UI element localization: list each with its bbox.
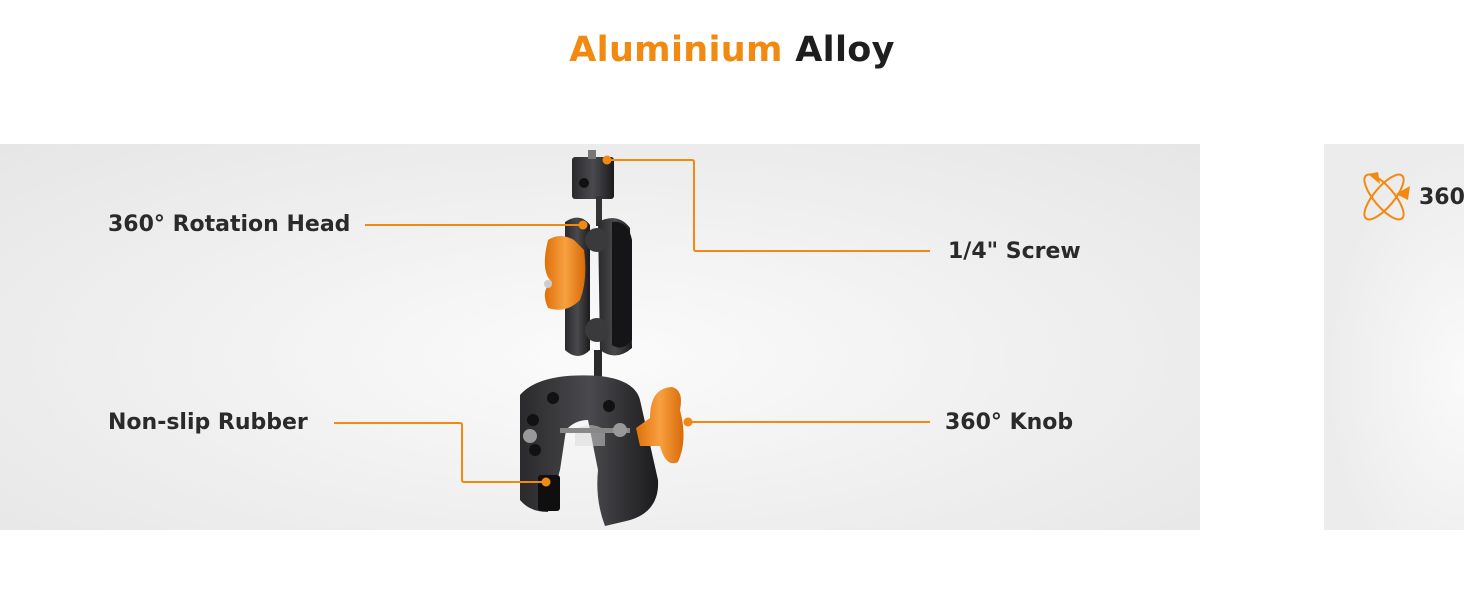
callout-rotation-head: 360° Rotation Head — [108, 212, 351, 237]
callout-line-rubber — [334, 422, 546, 483]
callout-dot — [578, 220, 588, 230]
page-title: Aluminium Alloy — [0, 30, 1464, 70]
callout-dot — [602, 155, 612, 165]
title-main: Alloy — [795, 30, 895, 70]
next-panel — [1324, 144, 1464, 530]
magic-arm-clamp — [520, 150, 684, 526]
callout-rubber: Non-slip Rubber — [108, 410, 308, 435]
callout-dot — [541, 477, 551, 487]
callout-dot — [683, 417, 693, 427]
callout-knob: 360° Knob — [945, 410, 1074, 435]
callout-screw: 1/4" Screw — [948, 239, 1081, 264]
callout-line-screw — [607, 159, 930, 252]
callout-lines — [334, 159, 930, 483]
rotation-360-icon — [1363, 172, 1410, 221]
next-panel-label: 360 — [1419, 185, 1464, 210]
title-accent: Aluminium — [569, 30, 783, 70]
